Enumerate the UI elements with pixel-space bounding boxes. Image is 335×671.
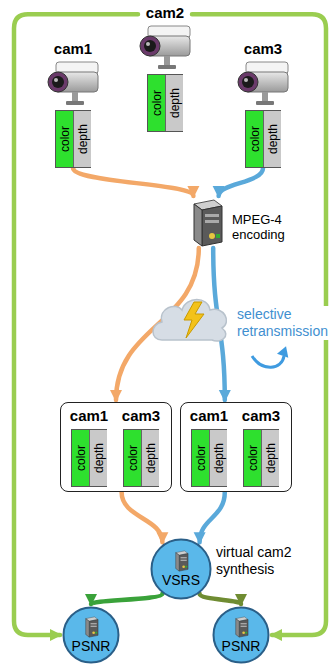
node-description: virtual cam2 synthesis [216, 544, 308, 578]
circle-content: VSRS [150, 538, 212, 600]
depth-text: depth [264, 443, 278, 473]
camera-label: cam3 [117, 407, 165, 425]
depth-cell: depth [165, 75, 183, 131]
processing-node: PSNR [62, 606, 120, 664]
data-flow-arrow [14, 14, 138, 635]
color-cell: color [124, 430, 141, 486]
server-icon [173, 550, 189, 572]
camera-label: cam1 [65, 407, 113, 425]
color-text: color [246, 445, 260, 471]
camera-icon [46, 58, 100, 108]
color-cell: color [246, 111, 263, 167]
processing-node: VSRSvirtual cam2 synthesis [150, 538, 212, 600]
server-icon [173, 550, 189, 572]
color-depth-box: color depth [71, 429, 107, 487]
camera-label: cam3 [236, 40, 290, 58]
camera-icon [236, 58, 290, 108]
circle-content: PSNR [212, 606, 270, 664]
camera-label: cam1 [46, 40, 100, 58]
color-cell: color [72, 430, 89, 486]
camera-unit: cam3 color depth [236, 40, 290, 168]
color-depth-box: color depth [147, 74, 183, 132]
color-cell: color [148, 75, 165, 131]
camera-label: cam1 [185, 407, 233, 425]
retransmission-arrow [252, 356, 284, 367]
data-flow-arrow [91, 594, 162, 604]
color-text: color [194, 445, 208, 471]
data-flow-arrow [122, 492, 163, 542]
retransmission-label: selective retransmission [236, 306, 332, 340]
camera-icon [138, 22, 192, 74]
color-depth-box: color depth [245, 110, 281, 168]
data-flow-arrow [73, 168, 193, 196]
camera-label: cam3 [237, 407, 285, 425]
color-cell: color [244, 430, 261, 486]
camera-icon [236, 58, 290, 110]
server-icon [83, 616, 99, 638]
camera-unit: cam1 color depth [185, 407, 233, 487]
data-flow-arrow [219, 168, 263, 196]
server-icon [233, 616, 249, 638]
color-cell: color [56, 111, 73, 167]
depth-cell: depth [141, 430, 159, 486]
color-depth-box: color depth [243, 429, 279, 487]
node-label: PSNR [72, 638, 111, 654]
server-icon [188, 198, 224, 248]
color-text: color [74, 445, 88, 471]
network-cloud [148, 290, 232, 348]
camera-unit: cam3 color depth [237, 407, 285, 487]
network-cloud: selective retransmission [148, 290, 232, 348]
encoder-label: MPEG-4 encoding [232, 212, 294, 242]
circle-content: PSNR [62, 606, 120, 664]
depth-cell: depth [73, 111, 91, 167]
depth-text: depth [144, 443, 158, 473]
camera-icon [46, 58, 100, 110]
depth-text: depth [266, 124, 280, 154]
depth-cell: depth [261, 430, 279, 486]
server-icon [83, 616, 99, 638]
camera-unit: cam2 color depth [138, 4, 192, 132]
node-label: PSNR [222, 638, 261, 654]
color-text: color [126, 445, 140, 471]
server-icon [233, 616, 249, 638]
processing-node: PSNR [212, 606, 270, 664]
depth-cell: depth [263, 111, 281, 167]
retransmission-head [277, 344, 292, 358]
color-depth-box: color depth [191, 429, 227, 487]
depth-text: depth [168, 88, 182, 118]
color-text: color [150, 90, 164, 116]
received-group: cam1 color depth cam3 color depth [180, 402, 292, 492]
camera-unit: cam3 color depth [117, 407, 165, 487]
camera-unit: cam1 color depth [65, 407, 113, 487]
node-label: VSRS [162, 572, 200, 588]
camera-label: cam2 [138, 4, 192, 22]
data-flow-arrow [200, 594, 241, 604]
depth-text: depth [212, 443, 226, 473]
camera-unit: cam1 color depth [46, 40, 100, 168]
color-text: color [58, 126, 72, 152]
depth-text: depth [92, 443, 106, 473]
depth-cell: depth [209, 430, 227, 486]
color-depth-box: color depth [55, 110, 91, 168]
received-group: cam1 color depth cam3 color depth [60, 402, 172, 492]
encoder-server: MPEG-4 encoding [188, 198, 224, 248]
camera-icon [138, 22, 192, 72]
color-depth-box: color depth [123, 429, 159, 487]
depth-text: depth [76, 124, 90, 154]
color-cell: color [192, 430, 209, 486]
color-text: color [248, 126, 262, 152]
data-flow-arrow [200, 492, 225, 542]
depth-cell: depth [89, 430, 107, 486]
